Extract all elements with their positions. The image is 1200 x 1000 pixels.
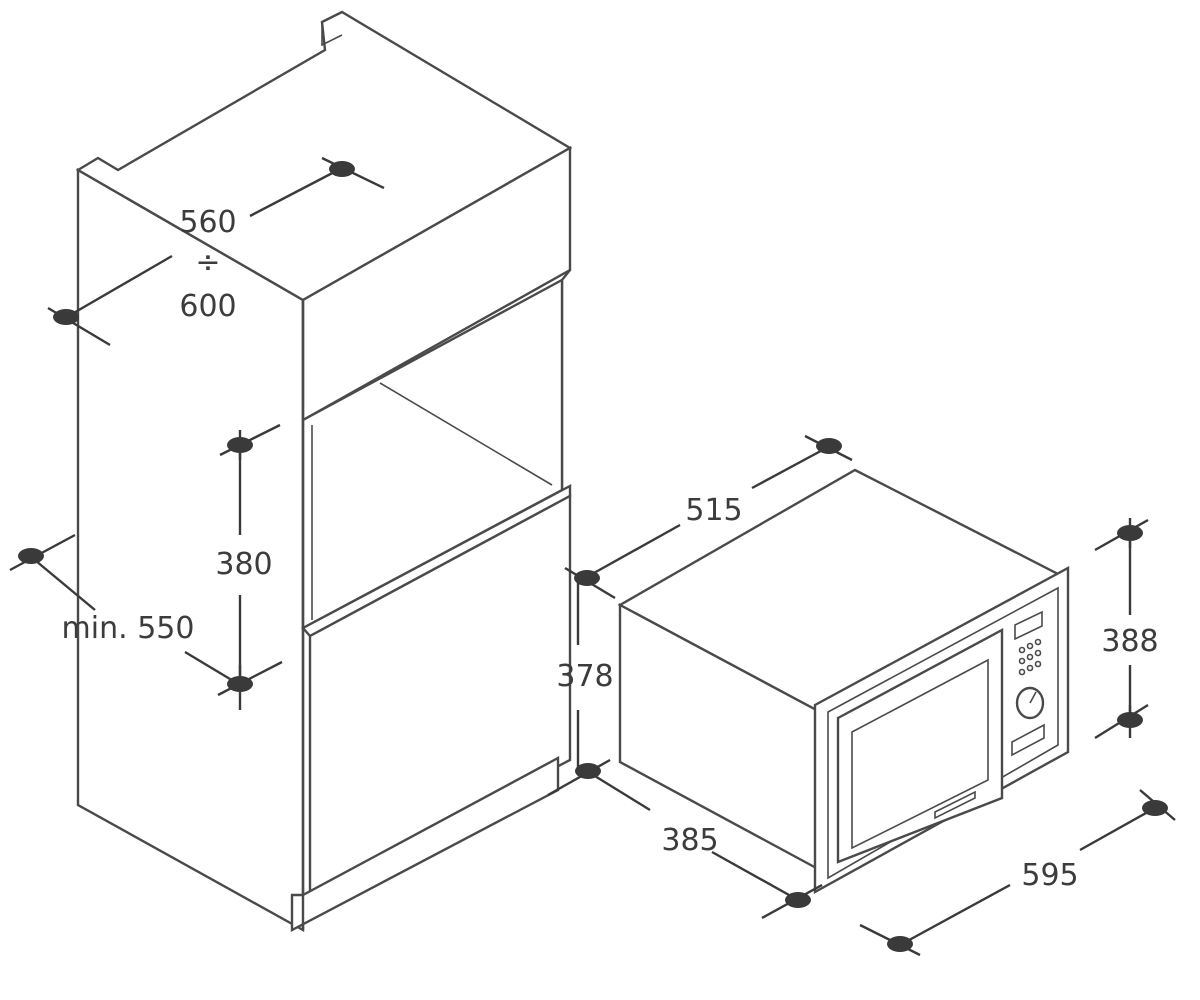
microwave-knob — [1015, 686, 1045, 720]
label-cabinet-width-alt: 600 — [179, 289, 236, 324]
cabinet-top-notch — [321, 22, 343, 47]
microwave — [617, 468, 1070, 895]
label-niche-height: 380 — [215, 547, 272, 582]
label-oven-front-height: 388 — [1101, 624, 1158, 659]
cabinet — [75, 10, 573, 933]
niche-back-edge — [379, 382, 553, 486]
microwave-window — [851, 658, 989, 850]
microwave-buttons — [1018, 638, 1042, 676]
microwave-door-handle — [934, 790, 976, 820]
dimension-labels: 560 ÷ 600 380 min. 550 515 378 388 385 5… — [62, 205, 1159, 893]
dimension-lines — [9, 156, 1176, 957]
microwave-display — [1014, 610, 1043, 641]
label-cabinet-depth: min. 550 — [62, 611, 195, 646]
cabinet-lower-panel — [308, 493, 572, 897]
microwave-door-button — [1011, 723, 1045, 757]
label-oven-depth: 515 — [685, 493, 742, 528]
microwave-door — [836, 627, 1004, 864]
label-width-separator: ÷ — [195, 245, 220, 280]
label-oven-body-height: 378 — [556, 659, 613, 694]
label-oven-side-depth: 385 — [661, 823, 718, 858]
label-cabinet-width: 560 — [179, 205, 236, 240]
label-oven-front-width: 595 — [1021, 858, 1078, 893]
cabinet-plinth — [290, 755, 560, 932]
